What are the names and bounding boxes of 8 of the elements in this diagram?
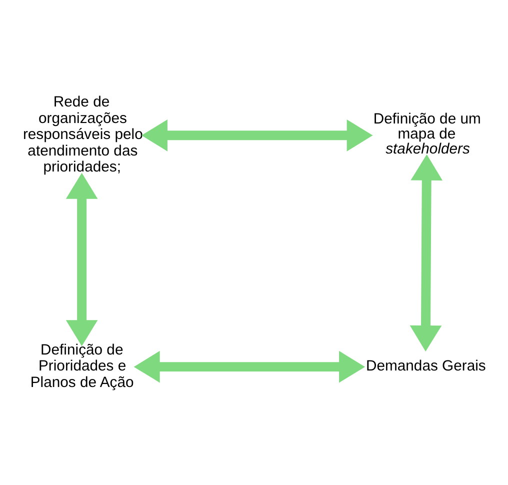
node-text: Rede de organizações responsáveis pelo atendimento das prioridades; [22,94,143,176]
arrow [410,154,443,351]
node-text: Definição de um mapa de stakeholders [373,111,481,157]
node-text: Definição de Prioridades e Planos de Ação [30,342,134,390]
node-text: Demandas Gerais [366,358,486,374]
arrow [66,172,98,346]
arrow [134,350,366,382]
arrow [141,119,373,151]
